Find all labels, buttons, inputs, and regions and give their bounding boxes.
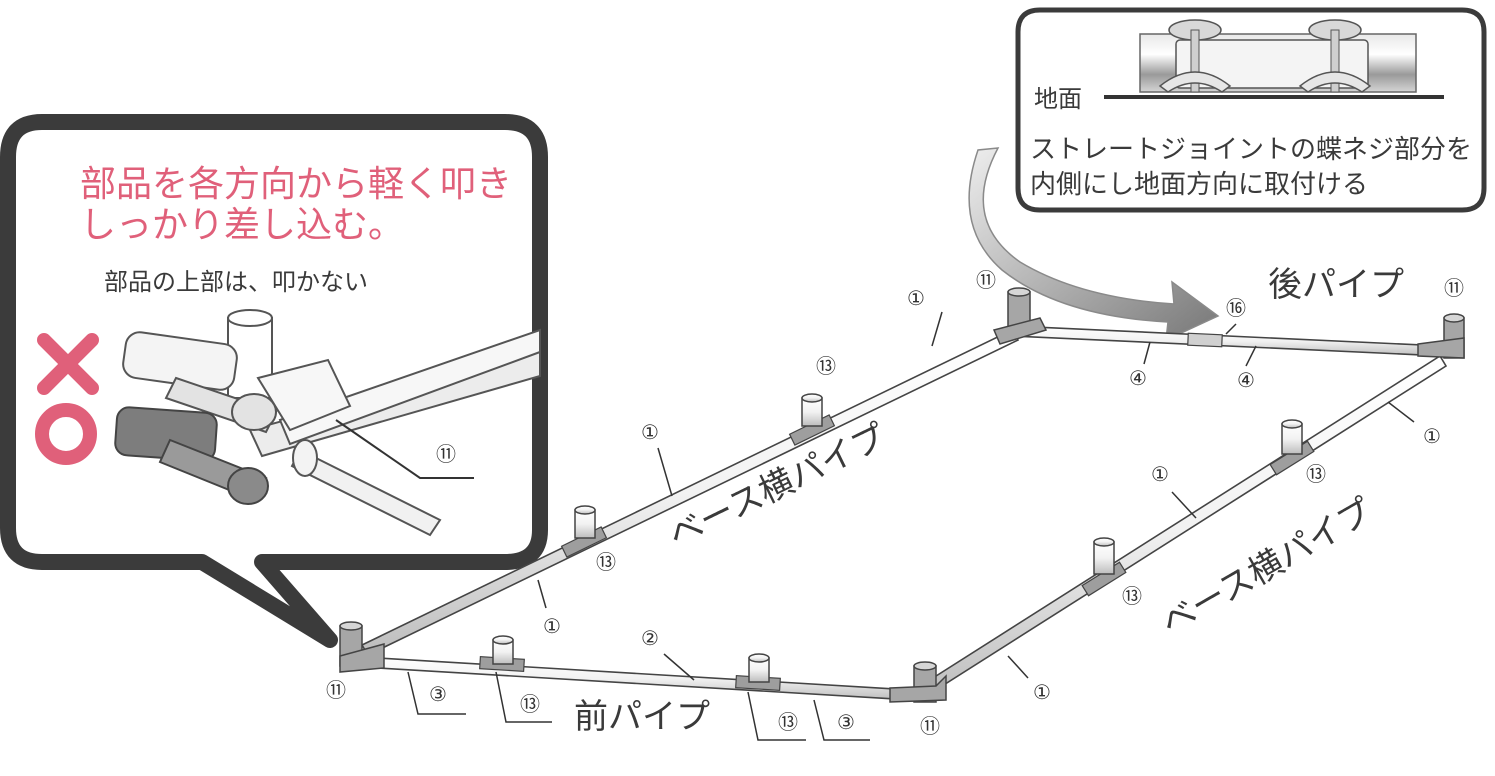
headline-line1: 部品を各方向から軽く叩き bbox=[80, 164, 512, 205]
corner-joints bbox=[339, 287, 1465, 703]
callout-part-label: ⑪ bbox=[436, 442, 456, 466]
riser-joints bbox=[492, 393, 1303, 683]
part-label-pipe: ③ bbox=[837, 710, 855, 734]
tee-joint-icon bbox=[1281, 419, 1303, 455]
part-label-pipe: ① bbox=[1151, 462, 1169, 486]
tee-joint-icon bbox=[1093, 537, 1115, 575]
headline-line2: しっかり差し込む。 bbox=[80, 205, 404, 246]
part-label-tee: ⑬ bbox=[520, 692, 540, 716]
tee-joint-icon bbox=[492, 635, 514, 665]
part-label-tee: ⑬ bbox=[816, 354, 836, 378]
right-base-side-pipe-label: ベース横パイプ bbox=[1155, 491, 1380, 644]
corner-joint-icon bbox=[1417, 313, 1465, 359]
tee-joint-icon bbox=[748, 653, 770, 683]
leader-lines bbox=[407, 311, 1415, 741]
part-label-pipe: ① bbox=[1033, 680, 1051, 704]
hammer-right-icon bbox=[114, 406, 269, 505]
part-label-corner: ⑪ bbox=[326, 678, 346, 702]
straight-joint-illustration bbox=[1139, 19, 1417, 93]
corner-joint-icon bbox=[992, 287, 1048, 345]
part-label-corner: ⑪ bbox=[920, 714, 940, 738]
part-label-pipe: ④ bbox=[1237, 368, 1255, 392]
left-callout: 部品を各方向から軽く叩き しっかり差し込む。 部品の上部は、叩かない bbox=[0, 114, 548, 648]
corner-joint-icon bbox=[339, 621, 385, 673]
tee-joint-icon bbox=[801, 393, 823, 427]
rear-straight-joint bbox=[1187, 332, 1223, 348]
wrong-mark-icon bbox=[37, 333, 99, 395]
part-label-corner: ⑪ bbox=[1444, 276, 1464, 300]
note-text: 部品の上部は、叩かない bbox=[104, 268, 368, 296]
part-label-pipe: ① bbox=[543, 614, 561, 638]
rear-pipe bbox=[1011, 325, 1445, 357]
instruction-line2: 内側にし地面方向に取付ける bbox=[1030, 170, 1368, 200]
part-label-pipe: ④ bbox=[1129, 366, 1147, 390]
instruction-line1: ストレートジョイントの蝶ネジ部分を bbox=[1030, 135, 1472, 165]
part-label-pipe: ② bbox=[641, 626, 659, 650]
part-label-tee: ⑬ bbox=[778, 710, 798, 734]
part-label-tee: ⑬ bbox=[1306, 462, 1326, 486]
part-label-tee: ⑬ bbox=[1122, 584, 1142, 608]
part-label-pipe: ① bbox=[641, 420, 659, 444]
rear-pipe-label: 後パイプ bbox=[1268, 265, 1404, 305]
hammer-wrong-icon bbox=[122, 331, 278, 434]
part-label-pipe: ① bbox=[907, 286, 925, 310]
callout-pipe-illustration bbox=[227, 309, 541, 537]
corner-joint-icon bbox=[889, 661, 947, 703]
wing-nut-icon bbox=[1298, 19, 1372, 93]
front-pipe-label: 前パイプ bbox=[574, 697, 710, 737]
part-label-tee: ⑬ bbox=[596, 550, 616, 574]
right-callout: 地面 ストレートジョイントの蝶ネジ部分を 内側にし地面方向に取付ける bbox=[1015, 7, 1487, 213]
ground-label: 地面 bbox=[1034, 85, 1082, 113]
right-mark-icon bbox=[35, 403, 97, 465]
part-label-corner: ⑪ bbox=[976, 268, 996, 292]
part-label-pipe: ③ bbox=[429, 682, 447, 706]
part-labels: ⑪ ⑪ ⑪ ⑪ ⑬ ⑬ ⑬ ⑬ ⑬ ⑬ ⑯ ③ ③ ② ④ ④ ① ① ① ① … bbox=[326, 268, 1464, 738]
callout-leader-line bbox=[335, 419, 474, 479]
tee-joint-icon bbox=[574, 505, 596, 539]
part-label-pipe: ① bbox=[1423, 424, 1441, 448]
wing-nut-icon bbox=[1158, 19, 1232, 93]
part-label-straight-joint: ⑯ bbox=[1226, 296, 1246, 320]
